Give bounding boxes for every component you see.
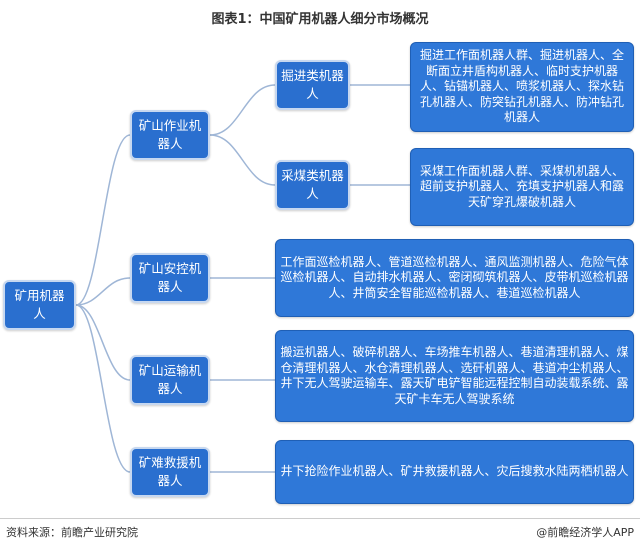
connector <box>75 304 131 381</box>
sub-tunneling: 掘进类机器人 <box>275 60 350 110</box>
chart-title: 图表1：中国矿用机器人细分市场概况 <box>211 12 429 27</box>
leaf-tunneling: 掘进工作面机器人群、掘进机器人、全断面立井盾构机器人、临时支护机器人、钻锚机器人… <box>410 42 634 132</box>
connector <box>75 134 131 306</box>
connector <box>209 134 276 186</box>
leaf-coal-mining: 采煤工作面机器人群、采煤机机器人、超前支护机器人、充填支护机器人和露天矿穿孔爆破… <box>410 148 634 226</box>
sub-coal-mining: 采煤类机器人 <box>275 160 350 210</box>
category-rescue: 矿难救援机器人 <box>130 447 210 497</box>
leaf-transport: 搬运机器人、破碎机器人、车场推车机器人、巷道清理机器人、煤仓清理机器人、水仓清理… <box>275 330 634 422</box>
root-node: 矿用机器人 <box>3 280 76 330</box>
category-transport: 矿山运输机器人 <box>130 355 210 405</box>
category-mining-ops: 矿山作业机器人 <box>130 110 210 160</box>
brand-text: @前瞻经济学人APP <box>536 526 634 539</box>
source-text: 资料来源：前瞻产业研究院 <box>6 526 138 539</box>
leaf-rescue: 井下抢险作业机器人、矿井救援机器人、灾后搜救水陆两栖机器人 <box>275 440 634 504</box>
leaf-safety: 工作面巡检机器人、管道巡检机器人、通风监测机器人、危险气体巡检机器人、自动排水机… <box>275 239 634 317</box>
divider <box>0 518 640 519</box>
connector <box>209 84 276 136</box>
connector <box>75 277 131 306</box>
connector <box>75 304 131 473</box>
category-safety: 矿山安控机器人 <box>130 253 210 303</box>
